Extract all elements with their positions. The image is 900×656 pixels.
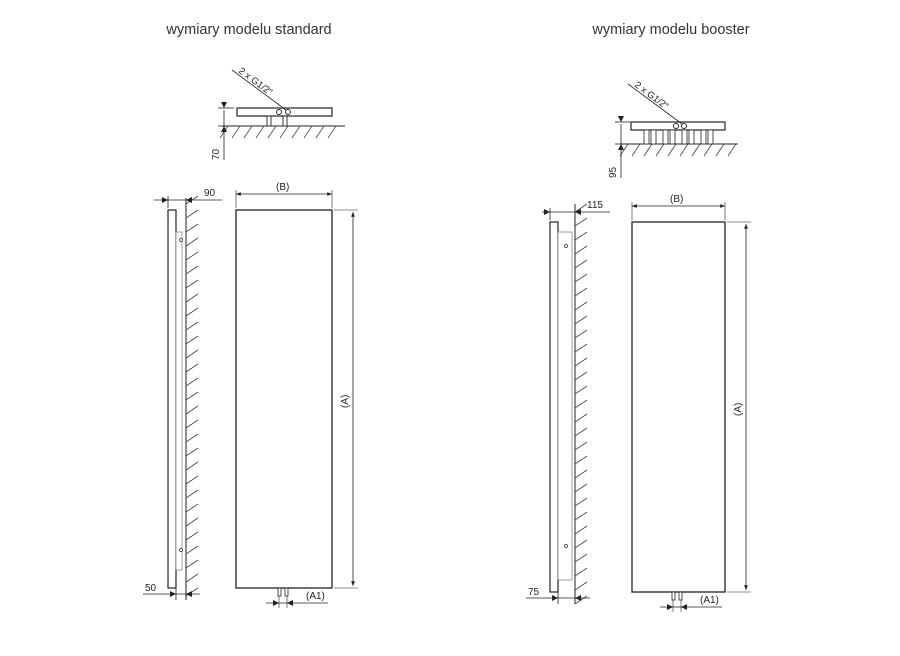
standard-side-bracket bbox=[175, 231, 183, 571]
booster-model-title: wymiary modelu booster bbox=[592, 22, 750, 38]
standard-model-title: wymiary modelu standard bbox=[166, 22, 332, 38]
booster-side-depth: 115 bbox=[587, 200, 603, 211]
booster-height-label: (A) bbox=[733, 403, 744, 416]
standard-top-wall-hatch bbox=[219, 125, 337, 139]
standard-front-view: (B) (A) (A1) bbox=[235, 182, 358, 608]
booster-top-view: 2 x G1/2" 95 bbox=[608, 80, 738, 178]
booster-side-panel bbox=[549, 221, 559, 593]
booster-side-view: 115 75 bbox=[526, 200, 610, 605]
standard-side-depth: 90 bbox=[204, 188, 216, 199]
standard-side-panel bbox=[167, 209, 177, 589]
standard-pipe-circle-2 bbox=[285, 109, 291, 115]
standard-front-panel bbox=[235, 209, 333, 589]
standard-pipe-circle-1 bbox=[276, 109, 282, 115]
booster-front-panel bbox=[631, 221, 726, 593]
booster-side-bracket bbox=[557, 231, 573, 581]
standard-side-view: 90 50 bbox=[143, 188, 222, 600]
booster-fan-units bbox=[643, 129, 714, 145]
booster-front-view: (B) (A) (A1) bbox=[631, 194, 751, 612]
standard-pipe-spacing-label: (A1) bbox=[306, 591, 325, 602]
booster-mount-depth: 95 bbox=[608, 166, 619, 178]
standard-width-label: (B) bbox=[276, 182, 289, 193]
booster-pipe-spacing-label: (A1) bbox=[700, 595, 719, 606]
standard-top-view: 2 x G1/2" 70 bbox=[211, 66, 345, 160]
booster-side-wall-hatch bbox=[574, 203, 588, 605]
booster-pipe-label: 2 x G1/2" bbox=[632, 80, 670, 112]
booster-top-wall-hatch bbox=[619, 143, 737, 157]
standard-mount-depth: 70 bbox=[211, 148, 222, 160]
booster-panel-offset: 75 bbox=[528, 587, 540, 598]
standard-side-wall-hatch bbox=[185, 195, 199, 597]
standard-panel-offset: 50 bbox=[145, 583, 157, 594]
standard-pipe-label: 2 x G1/2" bbox=[236, 66, 274, 98]
standard-height-label: (A) bbox=[340, 395, 351, 408]
booster-width-label: (B) bbox=[670, 194, 683, 205]
